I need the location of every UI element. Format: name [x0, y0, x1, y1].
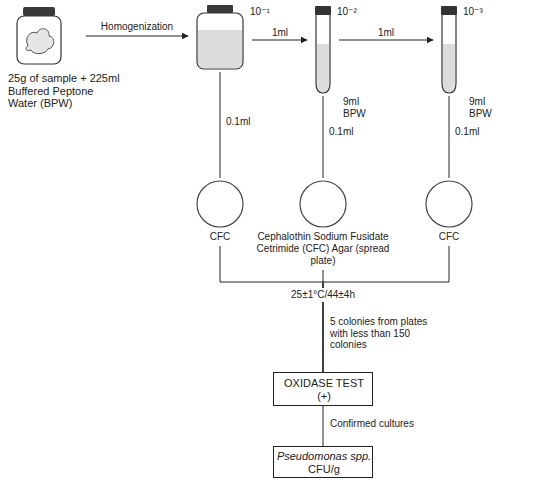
connector-line: [323, 96, 324, 178]
jar-outline: [14, 6, 64, 66]
node-text: 9ml BPW: [469, 96, 497, 119]
edge-label: 0.1ml: [226, 116, 250, 128]
arrow-connector: [86, 36, 188, 37]
connector-line: [220, 72, 221, 178]
arrow-connector: [252, 40, 307, 41]
agar-plate: CFC: [190, 180, 250, 244]
edge-label: 0.1ml: [329, 126, 353, 138]
bottle-outline: [194, 4, 246, 70]
node-text: 9ml BPW: [343, 96, 371, 119]
process-box: OXIDASE TEST (+): [273, 372, 373, 406]
agar-plate: CFC: [419, 180, 479, 244]
edge-label: Homogenization: [101, 21, 173, 33]
node-text: CFC: [190, 231, 250, 243]
circle-outline: [299, 180, 347, 228]
connector-line: [449, 96, 450, 178]
result-box: Pseudomonas spp.CFU/g: [273, 446, 373, 478]
node-text: Cephalothin Sodium Fusidate Cetrimide (C…: [255, 231, 391, 267]
connector-line: [220, 246, 323, 372]
connector-line: [323, 246, 449, 372]
edge-label: 1ml: [378, 27, 394, 39]
node-text: 10⁻¹: [250, 6, 270, 18]
node-text: 25g of sample + 225ml Buffered Peptone W…: [8, 72, 120, 110]
node-text: Pseudomonas spp.: [274, 450, 374, 463]
circle-outline: [425, 180, 473, 228]
condition-label: 25±1°C/44±4h: [289, 288, 357, 302]
edge-label: 5 colonies from plates with less than 15…: [330, 316, 442, 351]
node-text: CFC: [419, 231, 479, 243]
dilution-tube: 10⁻³ 9ml BPW: [439, 6, 509, 126]
dilution-tube: 10⁻² 9ml BPW: [313, 6, 383, 126]
tube-outline: [439, 6, 459, 94]
dilution-bottle: 10⁻¹: [194, 4, 274, 72]
node-text: 10⁻²: [337, 6, 357, 18]
node-text: 10⁻³: [463, 6, 483, 18]
tube-outline: [313, 6, 333, 94]
node-text: CFU/g: [274, 463, 374, 476]
agar-plate: Cephalothin Sodium Fusidate Cetrimide (C…: [255, 180, 391, 268]
edge-label: 1ml: [272, 27, 288, 39]
circle-outline: [196, 180, 244, 228]
edge-label: 0.1ml: [455, 126, 479, 138]
connector-line: [323, 406, 324, 446]
node-text: OXIDASE TEST (+): [281, 377, 367, 403]
edge-label: Confirmed cultures: [330, 418, 414, 430]
arrow-connector: [339, 40, 433, 41]
